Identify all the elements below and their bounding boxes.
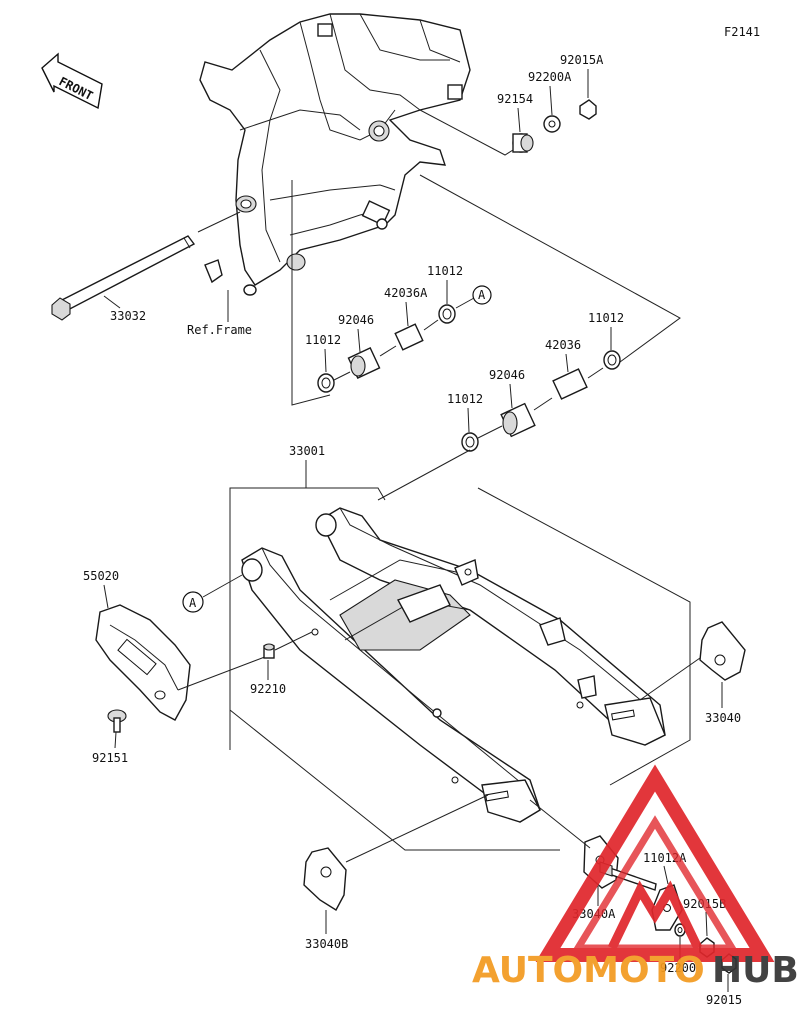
figure-code: F2141 — [724, 25, 760, 39]
label-11012-c: 11012 — [447, 392, 483, 406]
automotohub-watermark: AUTOMOTO HUB — [472, 764, 799, 991]
ref-frame-label: Ref.Frame — [187, 323, 252, 337]
callout-a-circle-bottom — [182, 591, 204, 613]
label-92015A: 92015A — [560, 53, 604, 67]
label-42036A: 42036A — [384, 286, 428, 300]
chain-adjuster-33040 — [699, 621, 746, 681]
label-92151: 92151 — [92, 751, 128, 765]
label-92154: 92154 — [497, 92, 533, 106]
frame-drawing — [199, 13, 471, 296]
label-11012-d: 11012 — [588, 311, 624, 325]
label-33040: 33040 — [705, 711, 741, 725]
label-33001: 33001 — [289, 444, 325, 458]
pivot-shaft-33032 — [51, 235, 196, 321]
callout-a-bottom: A — [189, 596, 197, 610]
screw-92151 — [107, 709, 127, 733]
label-11012-b: 11012 — [305, 333, 341, 347]
bearing-row-lower — [461, 350, 621, 452]
label-42036: 42036 — [545, 338, 581, 352]
chain-adjuster-33040B — [303, 847, 347, 911]
label-33040B: 33040B — [305, 937, 348, 951]
watermark-text-orange: AUTOMOTO — [472, 950, 705, 991]
callout-a-circle-top — [472, 285, 492, 305]
chain-guard-55020 — [95, 604, 191, 721]
label-92200: 92200 — [660, 961, 696, 975]
watermark-text-dark: HUB — [712, 950, 799, 991]
swingarm-33001 — [241, 507, 666, 823]
washer-92200 — [674, 923, 686, 937]
bolt-92210 — [263, 643, 275, 659]
label-55020: 55020 — [83, 569, 119, 583]
label-92210: 92210 — [250, 682, 286, 696]
upper-right-fasteners — [512, 99, 597, 153]
label-92200A: 92200A — [528, 70, 572, 84]
label-11012-a: 11012 — [427, 264, 463, 278]
bearing-row-upper — [317, 297, 475, 393]
front-arrow-icon: FRONT — [41, 52, 103, 110]
label-92046-a: 92046 — [338, 313, 374, 327]
callout-a-top: A — [478, 288, 486, 302]
label-92046-b: 92046 — [489, 368, 525, 382]
label-33032: 33032 — [110, 309, 146, 323]
label-92015: 92015 — [706, 993, 742, 1007]
